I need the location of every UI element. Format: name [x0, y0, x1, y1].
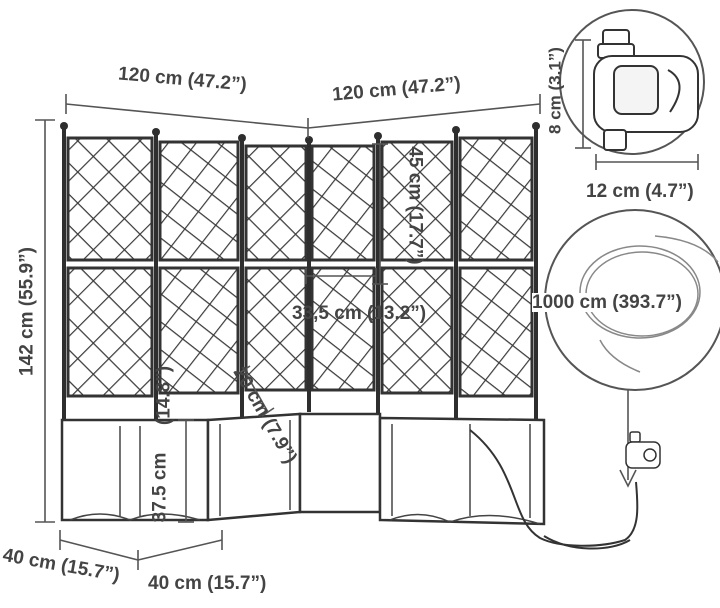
planter-right-front — [378, 416, 546, 526]
planter-left-side — [206, 412, 302, 522]
trellis-panel-2 — [158, 140, 240, 395]
water-timer-device — [593, 29, 699, 151]
mini-timer-icon — [625, 431, 661, 469]
trellis-panel-3 — [244, 144, 308, 392]
trellis-panel-6 — [458, 136, 534, 398]
dimension-lines — [35, 94, 541, 570]
trellis-panel-4 — [310, 144, 376, 392]
planter-width-label: 40 cm (15.7”) — [148, 573, 267, 594]
planter-offset-label: (14.8”) — [153, 365, 175, 426]
planter-height-label: 37.5 cm — [149, 452, 171, 523]
trellis-panel-5 — [380, 140, 454, 395]
trellis-panel-1 — [66, 136, 154, 398]
irrigation-hose — [469, 429, 639, 550]
timer-width-label: 12 cm (4.7”) — [586, 181, 694, 202]
total-height-label: 142 cm (55.9”) — [16, 247, 38, 376]
trellis-posts — [62, 128, 538, 420]
timer-inset — [559, 9, 705, 170]
trellis-group — [60, 122, 540, 420]
planter-corner — [298, 412, 382, 514]
panel-gap-height-label: 45 cm (17.7”) — [404, 146, 426, 265]
planter-boxes — [60, 412, 546, 526]
post-caps — [60, 122, 540, 144]
hose-length-label: 1000 cm (393.7”) — [532, 292, 682, 313]
panel-width-label: 33,5 cm (13.2”) — [292, 303, 427, 324]
timer-height-label: 8 cm (3.1”) — [545, 47, 565, 134]
